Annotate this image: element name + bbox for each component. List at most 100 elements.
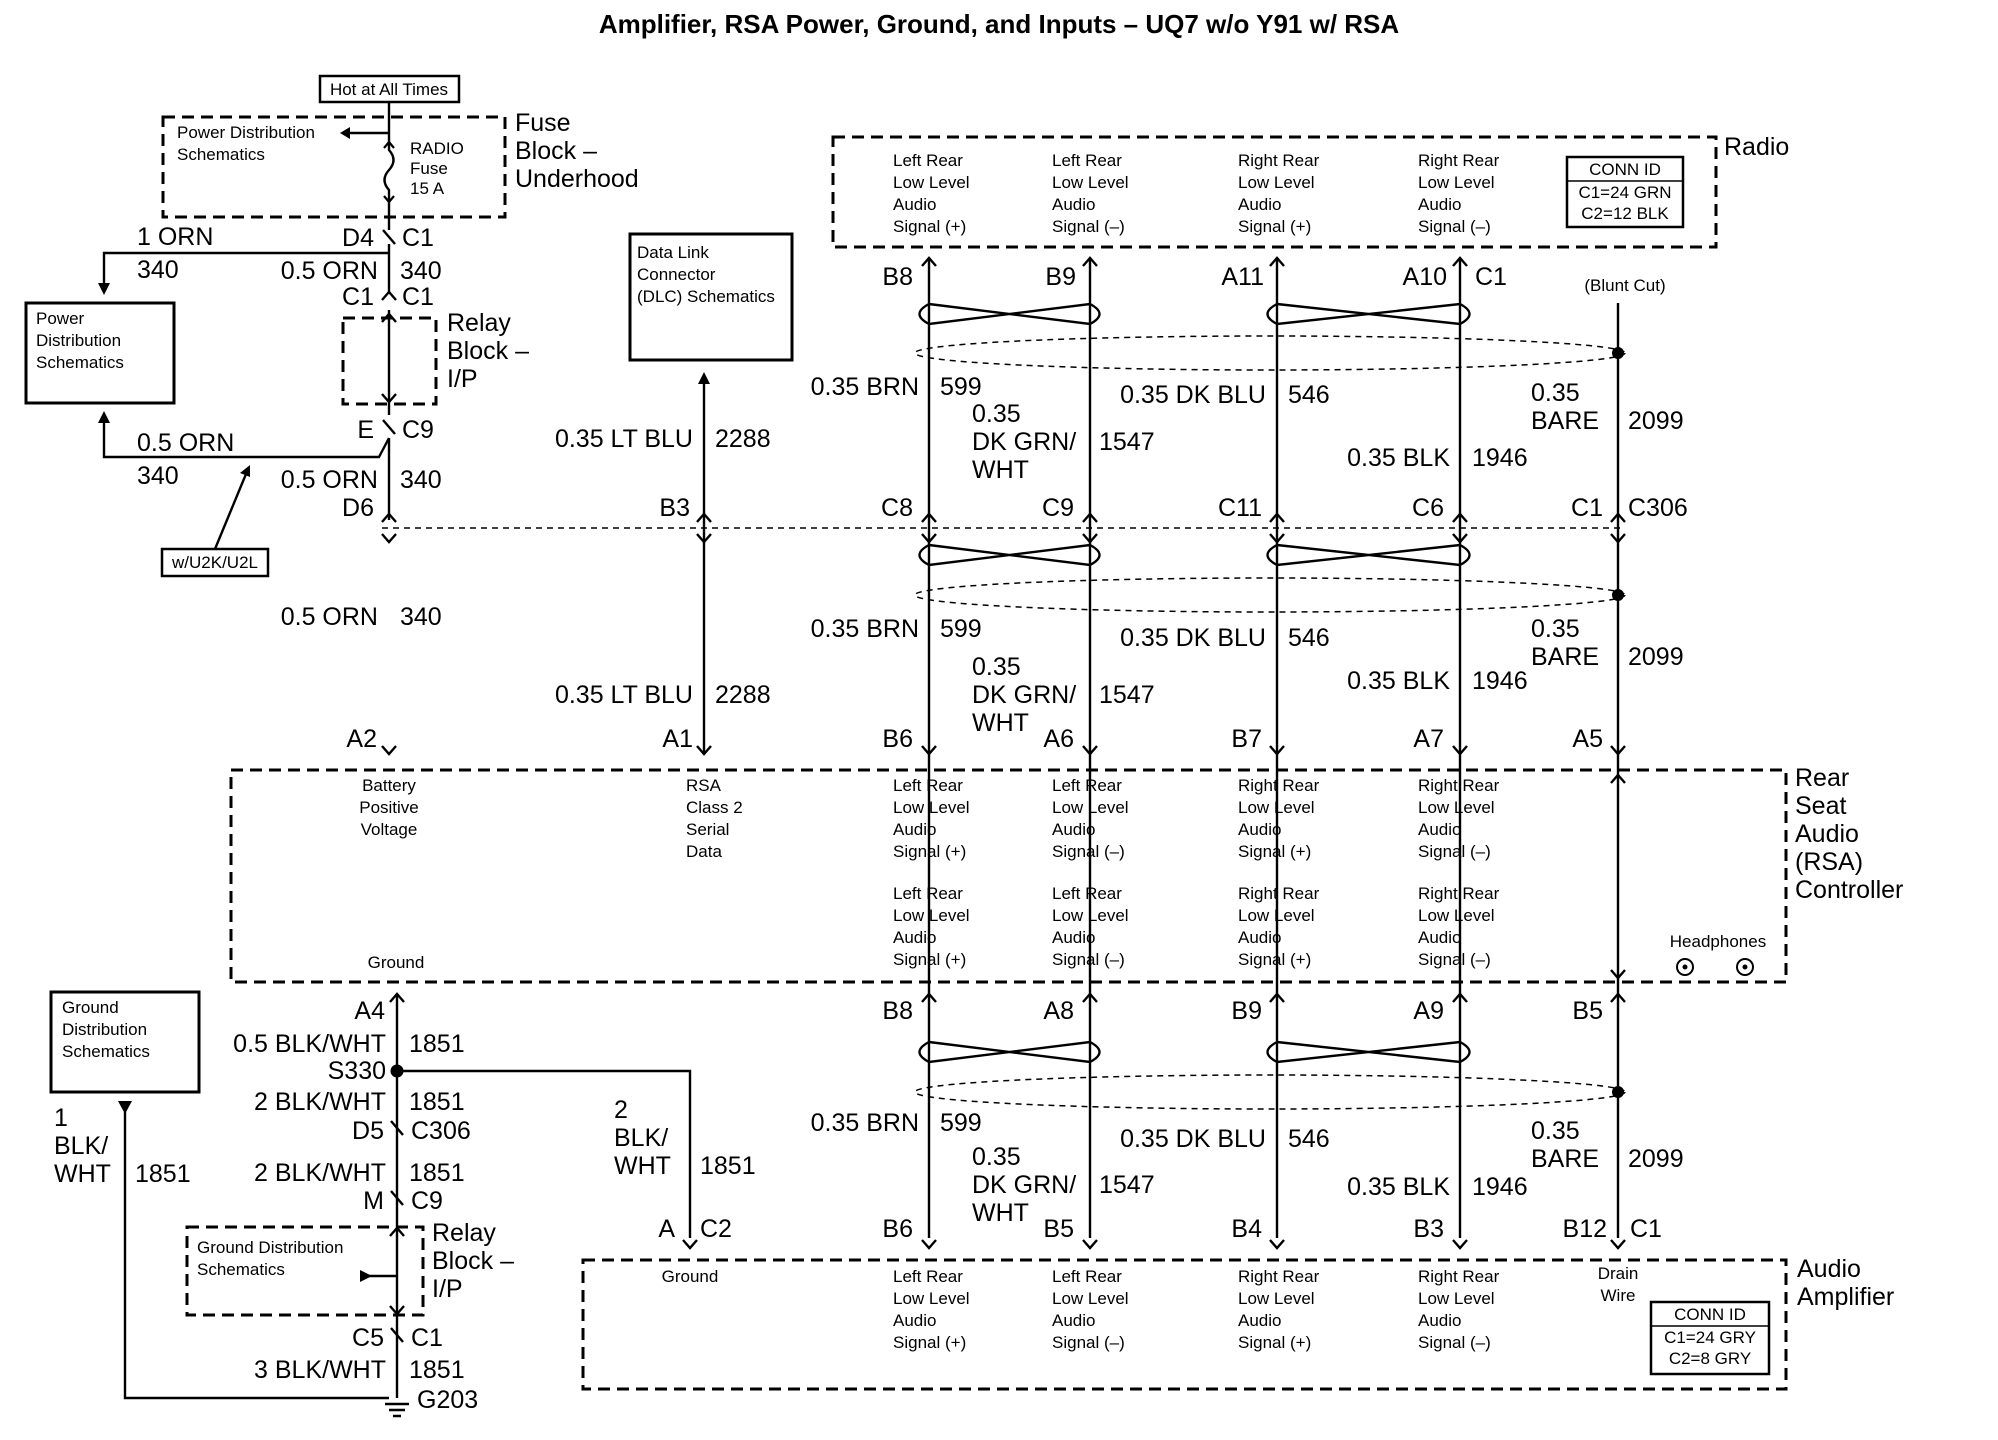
ground-distribution-box: Ground Distribution Schematics — [49, 990, 201, 1094]
amp-gnd-wire-num: 1851 — [700, 1152, 756, 1180]
w-blu-num-1: 546 — [1288, 381, 1330, 409]
radio-label-rr-pos-3: Audio — [1238, 195, 1281, 214]
amp-pin-a: A — [658, 1215, 675, 1243]
radio-signal-labels: Left Rear Low Level Audio Signal (+) Lef… — [893, 151, 1500, 236]
w-grn-a-2: 0.35 — [972, 653, 1021, 681]
c306-pin-c11: C11 — [1218, 494, 1262, 522]
dlc-wire-number-bottom: 2288 — [715, 681, 771, 709]
amp-ground-label: Ground — [662, 1267, 719, 1286]
w-bare-a-2: 0.35 — [1531, 615, 1580, 643]
w-grn-b-2: DK GRN/ — [972, 681, 1076, 709]
dlc-wire-size-bottom: 0.35 LT BLU — [555, 681, 693, 709]
w-blk-num-2: 1946 — [1472, 667, 1528, 695]
fuse-label-2: Fuse — [410, 159, 448, 178]
amp-pin-b5: B5 — [1043, 1215, 1074, 1243]
pin-c1-b: C1 — [342, 283, 374, 311]
wire-labels-lower: 0.35 BRN 599 0.35 DK GRN/ WHT 1547 0.35 … — [811, 1109, 1684, 1227]
headphone-jack-icon — [1736, 958, 1754, 976]
rsa-t-rr-pos-3: Audio — [1238, 820, 1281, 839]
rsa-b-rr-pos-2: Low Level — [1238, 906, 1315, 925]
gnd-wire-3-size: 2 BLK/WHT — [254, 1159, 386, 1187]
amp-lr-neg-2: Low Level — [1052, 1289, 1129, 1308]
rsa-b-lr-neg-1: Left Rear — [1052, 884, 1122, 903]
rsa-pin-a8: A8 — [1043, 997, 1074, 1025]
radio-label-rr-neg-3: Audio — [1418, 195, 1461, 214]
wire-1-orn-number: 340 — [137, 256, 179, 284]
rsa-b-rr-neg-4: Signal (–) — [1418, 950, 1491, 969]
radio-name: Radio — [1724, 133, 1789, 161]
amp-rr-pos-1: Right Rear — [1238, 1267, 1320, 1286]
w-brn-size-1: 0.35 BRN — [811, 373, 919, 401]
w-blk-size-2: 0.35 BLK — [1347, 667, 1450, 695]
fuse-block-name-2: Block – — [515, 137, 597, 165]
radio-label-lr-neg-4: Signal (–) — [1052, 217, 1125, 236]
amp-rr-neg-4: Signal (–) — [1418, 1333, 1491, 1352]
w-grn-c-1: WHT — [972, 456, 1029, 484]
amp-lr-neg-1: Left Rear — [1052, 1267, 1122, 1286]
amp-name-1: Audio — [1797, 1255, 1861, 1283]
ground-g203: G203 — [417, 1386, 478, 1414]
rsa-t-rr-pos-1: Right Rear — [1238, 776, 1320, 795]
w-blk-size-1: 0.35 BLK — [1347, 444, 1450, 472]
pd-schematics-label-a2: Schematics — [177, 145, 265, 164]
radio-conn-id-c1: C1=24 GRN — [1578, 183, 1671, 202]
rsa-t-rr-neg-1: Right Rear — [1418, 776, 1500, 795]
w-blk-size-3: 0.35 BLK — [1347, 1173, 1450, 1201]
diagram-title: Amplifier, RSA Power, Ground, and Inputs… — [599, 9, 1400, 39]
radio-label-lr-neg-3: Audio — [1052, 195, 1095, 214]
c306-pin-c1: C1 — [1571, 494, 1603, 522]
rsa-ground-label: Ground — [368, 953, 425, 972]
gd-a-label-2: Distribution — [62, 1020, 147, 1039]
fuse-block-name-3: Underhood — [515, 165, 639, 193]
amp-rr-neg-3: Audio — [1418, 1311, 1461, 1330]
fuse-block-underhood: Hot at All Times Power Distribution Sche… — [161, 74, 639, 230]
w-brn-size-3: 0.35 BRN — [811, 1109, 919, 1137]
rsa-b-lr-pos-1: Left Rear — [893, 884, 963, 903]
w-blk-num-1: 1946 — [1472, 444, 1528, 472]
rsa-pin-b8: B8 — [882, 997, 913, 1025]
relay-block-b-name-3: I/P — [432, 1275, 463, 1303]
w-grn-num-1: 1547 — [1099, 428, 1155, 456]
w-orn-num-5: 340 — [400, 603, 442, 631]
gd-a-label-3: Schematics — [62, 1042, 150, 1061]
gnd-wire-1-num: 1851 — [409, 1030, 465, 1058]
rsa-pin-a2: A2 — [346, 725, 377, 753]
pd-b-label-2: Distribution — [36, 331, 121, 350]
rsa-b-rr-pos-1: Right Rear — [1238, 884, 1320, 903]
w-brn-size-2: 0.35 BRN — [811, 615, 919, 643]
w-blu-num-3: 546 — [1288, 1125, 1330, 1153]
rsa-t-rr-neg-2: Low Level — [1418, 798, 1495, 817]
radio-conn-id-title: CONN ID — [1589, 160, 1661, 179]
w-brn-num-1: 599 — [940, 373, 982, 401]
rsa-t-lr-pos-4: Signal (+) — [893, 842, 966, 861]
shield-node-bottom — [1612, 1086, 1624, 1098]
rsa-t-lr-pos-1: Left Rear — [893, 776, 963, 795]
rsa-data-4: Data — [686, 842, 722, 861]
wire-1-orn-size: 1 ORN — [137, 223, 213, 251]
rsa-pin-b5: B5 — [1572, 997, 1603, 1025]
amp-pin-b6: B6 — [882, 1215, 913, 1243]
rsa-t-rr-neg-4: Signal (–) — [1418, 842, 1491, 861]
wire-3-orn-number: 340 — [137, 462, 179, 490]
amp-conn-id-c1: C1=24 GRY — [1664, 1328, 1756, 1347]
fuse-label-1: RADIO — [410, 139, 464, 158]
radio-label-lr-pos-2: Low Level — [893, 173, 970, 192]
w-grn-a-1: 0.35 — [972, 400, 1021, 428]
dlc-label-1: Data Link — [637, 243, 709, 262]
amp-name-2: Amplifier — [1797, 1283, 1894, 1311]
amp-gnd-wire-c: WHT — [614, 1152, 671, 1180]
w-bare-b-3: BARE — [1531, 1145, 1599, 1173]
rsa-name-5: Controller — [1795, 876, 1903, 904]
rsa-name-2: Seat — [1795, 792, 1846, 820]
pin-d6: D6 — [342, 494, 374, 522]
rsa-b-rr-neg-1: Right Rear — [1418, 884, 1500, 903]
rsa-pin-a1: A1 — [662, 725, 693, 753]
w-blu-size-3: 0.35 DK BLU — [1120, 1125, 1266, 1153]
w-blk-num-3: 1946 — [1472, 1173, 1528, 1201]
rsa-pin-a7: A7 — [1413, 725, 1444, 753]
radio-label-rr-pos-4: Signal (+) — [1238, 217, 1311, 236]
rsa-b-lr-neg-3: Audio — [1052, 928, 1095, 947]
radio-label-lr-neg-2: Low Level — [1052, 173, 1129, 192]
radio-component: Radio CONN ID C1=24 GRN C2=12 BLK — [831, 133, 1789, 249]
rsa-pin-a4: A4 — [354, 997, 385, 1025]
